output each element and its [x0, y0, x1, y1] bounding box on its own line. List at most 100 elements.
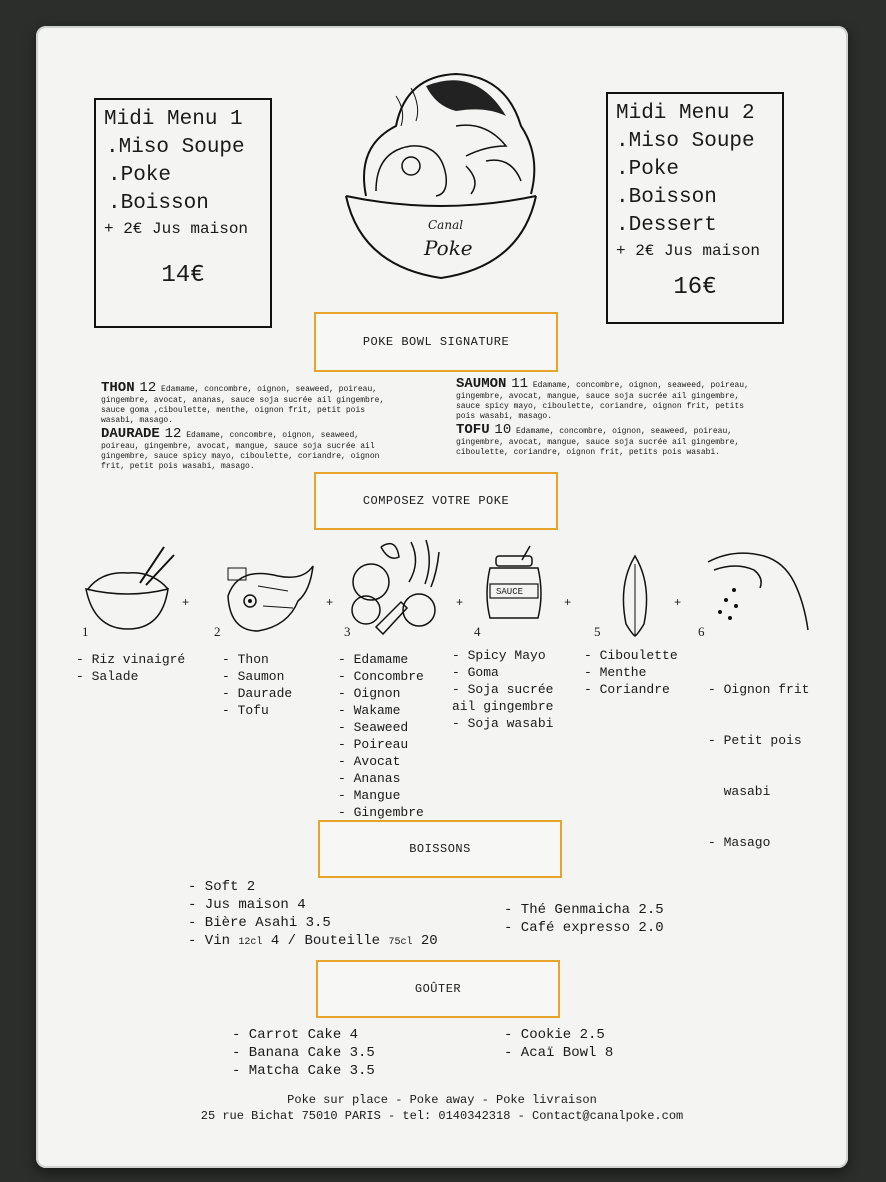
bowl-description: Edamame, concombre, oignon, seaweed, poi…: [101, 431, 380, 471]
menu-price: 14€: [161, 262, 205, 289]
section-gouter: GOÛTER: [316, 960, 560, 1018]
list-item: - Goma: [452, 665, 499, 680]
list-item: - Coriandre: [584, 682, 670, 697]
wine-label: - Vin: [188, 933, 239, 949]
signature-daurade: DAURADE 12 Edamame, concombre, oignon, s…: [101, 426, 401, 472]
list-item: - Soja wasabi: [452, 716, 554, 731]
bowl-price: 11: [511, 376, 529, 392]
wine-bottle-label: 4 / Bouteille: [262, 933, 389, 949]
list-item: - Poireau: [338, 737, 409, 752]
signature-saumon: SAUMON 11 Edamame, concombre, oignon, se…: [456, 376, 756, 422]
list-item: - Soft 2: [188, 879, 256, 895]
list-item: - Thon: [222, 652, 269, 667]
footer-address: 25 rue Bichat 75010 PARIS - tel: 0140342…: [200, 1109, 684, 1123]
logo-canal: Canal: [428, 218, 464, 232]
drinks-left-list: - Soft 2 - Jus maison 4 - Bière Asahi 3.…: [188, 878, 438, 952]
menu-item: .Dessert: [616, 214, 717, 237]
bowl-price: 12: [139, 380, 157, 396]
list-item: - Carrot Cake 4: [232, 1027, 359, 1043]
section-poke-bowl-signature: POKE BOWL SIGNATURE: [314, 312, 558, 372]
step-number: 1: [82, 624, 89, 639]
list-item: - Thé Genmaicha 2.5: [504, 902, 664, 918]
list-item: - Café expresso 2.0: [504, 920, 664, 936]
topping-hand-icon: [707, 552, 809, 631]
list-item-wine: - Vin 12cl 4 / Bouteille 75cl 20: [188, 932, 438, 952]
list-item: - Bière Asahi 3.5: [188, 915, 331, 931]
plus-sign: +: [564, 596, 572, 610]
list-item: - Jus maison 4: [188, 897, 306, 913]
fish-icon: [227, 565, 314, 632]
list-item: - Oignon: [338, 686, 401, 701]
wine-bottle-size: 75cl: [388, 937, 413, 948]
list-item: - Tofu: [222, 703, 269, 718]
list-item: - Spicy Mayo: [452, 648, 546, 663]
list-item: - Banana Cake 3.5: [232, 1045, 375, 1061]
plus-sign: +: [674, 596, 682, 610]
gouter-left-list: - Carrot Cake 4 - Banana Cake 3.5 - Matc…: [232, 1026, 375, 1080]
vegetables-icon: [351, 539, 440, 636]
list-item: - Soja sucrée: [452, 682, 554, 697]
step-1-list: - Riz vinaigré - Salade: [76, 651, 185, 685]
menu-item: .Boisson: [616, 186, 717, 209]
step-number: 5: [594, 624, 601, 639]
menu-title: Midi Menu 2: [616, 102, 755, 125]
menu-item: .Poke: [108, 164, 172, 187]
step-number: 4: [474, 624, 481, 639]
list-item: - Saumon: [222, 669, 285, 684]
bowl-description: Edamame, concombre, oignon, seaweed, poi…: [456, 427, 740, 457]
list-item: - Seaweed: [338, 720, 409, 735]
drinks-right-list: - Thé Genmaicha 2.5 - Café expresso 2.0: [504, 901, 664, 937]
step-5-list: - Ciboulette - Menthe - Coriandre: [584, 647, 678, 698]
menu-title: Midi Menu 1: [104, 108, 243, 131]
list-item: - Wakame: [338, 703, 401, 718]
list-item: - Cookie 2.5: [504, 1027, 605, 1043]
rice-bowl-icon: [85, 546, 175, 630]
footer-services: Poke sur place - Poke away - Poke livrai…: [287, 1093, 597, 1107]
list-item: - Concombre: [338, 669, 424, 684]
section-boissons: BOISSONS: [318, 820, 562, 878]
bowl-name: DAURADE: [101, 426, 160, 442]
list-item: - Masago: [708, 835, 771, 850]
list-item: - Menthe: [584, 665, 647, 680]
list-item: - Petit pois: [708, 733, 802, 748]
bowl-price: 12: [164, 426, 182, 442]
list-item: - Matcha Cake 3.5: [232, 1063, 375, 1079]
list-item: ail gingembre: [452, 699, 554, 714]
herb-leaf-icon: [622, 554, 648, 637]
list-item: - Ananas: [338, 771, 401, 786]
menu-item: .Miso Soupe: [106, 136, 245, 159]
section-composez-votre-poke: COMPOSEZ VOTRE POKE: [314, 472, 558, 530]
signature-tofu: TOFU 10 Edamame, concombre, oignon, seaw…: [456, 422, 756, 458]
midi-menu-2-box: Midi Menu 2 .Miso Soupe .Poke .Boisson .…: [606, 92, 784, 324]
step-number: 3: [344, 624, 351, 639]
bowl-name: SAUMON: [456, 376, 507, 392]
list-item: - Daurade: [222, 686, 293, 701]
step-3-list: - Edamame - Concombre - Oignon - Wakame …: [338, 651, 424, 821]
bowl-description: Edamame, concombre, oignon, seaweed, poi…: [101, 385, 385, 425]
menu-item: .Boisson: [108, 192, 209, 215]
list-item: - Oignon frit: [708, 682, 810, 697]
bowl-name: TOFU: [456, 422, 490, 438]
menu-price: 16€: [673, 274, 717, 301]
bowl-price: 10: [494, 422, 512, 438]
signature-thon: THON 12 Edamame, concombre, oignon, seaw…: [101, 380, 401, 426]
menu-extra: + 2€ Jus maison: [616, 242, 761, 260]
list-item: - Acaï Bowl 8: [504, 1045, 614, 1061]
step-6-list: - Oignon frit - Petit pois wasabi - Masa…: [708, 647, 809, 885]
sauce-jar-label: SAUCE: [496, 587, 524, 597]
sauce-jar-icon: [486, 545, 542, 619]
menu-item: .Miso Soupe: [616, 130, 755, 153]
menu-sheet: Midi Menu 1 .Miso Soupe .Poke .Boisson +…: [36, 26, 848, 1168]
menu-item: .Poke: [616, 158, 680, 181]
menu-extra: + 2€ Jus maison: [104, 220, 249, 238]
plus-sign: +: [182, 596, 190, 610]
logo-poke: Poke: [424, 236, 473, 260]
midi-menu-1-box: Midi Menu 1 .Miso Soupe .Poke .Boisson +…: [94, 98, 272, 328]
step-number: 6: [698, 624, 705, 639]
step-4-list: - Spicy Mayo - Goma - Soja sucrée ail gi…: [452, 647, 553, 732]
list-item: - Salade: [76, 669, 139, 684]
bowl-description: Edamame, concombre, oignon, seaweed, poi…: [456, 381, 749, 421]
bowl-name: THON: [101, 380, 135, 396]
list-item: - Ciboulette: [584, 648, 678, 663]
step-number: 2: [214, 624, 221, 639]
